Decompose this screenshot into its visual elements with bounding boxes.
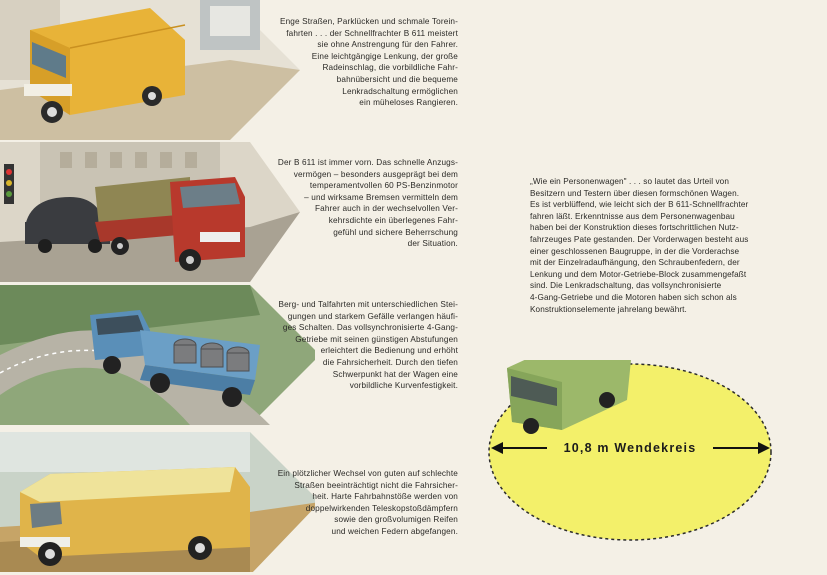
text-line: Berg- und Talfahrten mit unterschiedlich… (278, 300, 458, 309)
text-line: gefühl und sichere Beherrschung (333, 227, 458, 237)
text-line: die Fahrsicherheit. Durch den tiefen (322, 357, 458, 367)
turning-circle-label: 10,8 m Wendekreis (563, 441, 697, 455)
text-line: ein müheloses Rangieren. (359, 98, 458, 108)
text-line: vermögen – besonders ausgeprägt bei dem (293, 169, 458, 179)
text-line: „Wie ein Personenwagen" . . . so lautet … (530, 177, 729, 186)
text-rough-road: Ein plötzlicher Wechsel von guten auf sc… (278, 468, 458, 538)
text-line: der Situation. (407, 239, 458, 249)
text-line: einer geschlossenen Baugruppe, in der di… (530, 246, 740, 256)
text-line: Lenkung und dem Motor-Getriebe-Block zus… (530, 269, 747, 279)
text-line: Fahrer auch in der wechselvollen Ver- (315, 204, 458, 214)
text-line: sind. Die Lenkradschaltung, das vollsync… (530, 281, 722, 291)
text-line: vorbildliche Kurvenfestigkeit. (349, 381, 458, 391)
text-line: gungen und starkem Gefälle verlangen häu… (287, 311, 458, 321)
illustration-city-traffic (0, 142, 315, 282)
text-line: Eine leichtgängige Lenkung, der große (311, 51, 458, 61)
text-line: sie ohne Anstrengung für den Fahrer. (317, 40, 458, 50)
text-line: Lenkradschaltung ermöglichen (342, 86, 458, 96)
text-line: doppelwirkenden Teleskopstoßdämpfern (305, 503, 458, 513)
illustration-narrow-street (0, 0, 315, 140)
text-line: – und wirksame Bremsen vermitteln dem (304, 192, 458, 202)
text-line: Getriebe mit seinen günstigen Abstufunge… (295, 334, 458, 344)
illustration-mountain-road (0, 285, 315, 425)
text-line: erleichtert die Bedienung und erhöht (320, 346, 458, 356)
text-narrow-street: Enge Straßen, Parklücken und schmale Tor… (280, 16, 458, 109)
text-line: Straßen beeinträchtigt nicht die Fahrsic… (294, 480, 458, 490)
text-line: Schwerpunkt hat der Wagen eine (332, 369, 458, 379)
text-line: fahrten . . . der Schnellfrachter B 611 … (286, 28, 458, 38)
text-line: heit. Harte Fahrbahnstöße werden von (312, 492, 458, 502)
text-line: Ein plötzlicher Wechsel von guten auf sc… (277, 469, 458, 478)
text-line: fahrzeuges Pate gestanden. Der Vorderwag… (530, 234, 749, 244)
text-line: 4-Gang-Getriebe und die Motoren haben si… (530, 292, 737, 302)
text-line: Konstruktionselemente jahrelang bewährt. (530, 304, 687, 314)
text-line: sowie den großvolumigen Reifen (334, 515, 458, 525)
description-text: „Wie ein Personenwagen" . . . so lautet … (530, 176, 770, 315)
text-line: Radeinschlag, die vorbildliche Fahr- (322, 63, 458, 73)
text-line: temperamentvollen 60 PS-Benzinmotor (309, 181, 458, 191)
text-line: fahren läßt. Erkenntnisse aus dem Person… (530, 211, 735, 221)
text-line: Der B 611 ist immer vorn. Das schnelle A… (277, 158, 458, 167)
text-line: Es ist verblüffend, wie leicht sich der … (530, 200, 749, 210)
text-line: kehrsdichte ein überlegenes Fahr- (328, 215, 458, 225)
text-line: haben bei der Konstruktion dieses fortsc… (530, 223, 739, 233)
text-line: bahnübersicht und die bequeme (336, 74, 458, 84)
text-line: ges Schalten. Das vollsynchronisierte 4-… (282, 323, 458, 333)
text-mountain-road: Berg- und Talfahrten mit unterschiedlich… (278, 299, 458, 392)
text-line: Enge Straßen, Parklücken und schmale Tor… (279, 17, 458, 26)
illustration-rough-road (0, 432, 315, 572)
text-city-traffic: Der B 611 ist immer vorn. Das schnelle A… (278, 157, 458, 250)
text-line: Besitzern und Testern über diesen formsc… (530, 188, 740, 198)
text-line: und weichen Federn abgefangen. (331, 526, 458, 536)
text-line: mit der Einzelradaufhängung, den Schraub… (530, 258, 740, 268)
